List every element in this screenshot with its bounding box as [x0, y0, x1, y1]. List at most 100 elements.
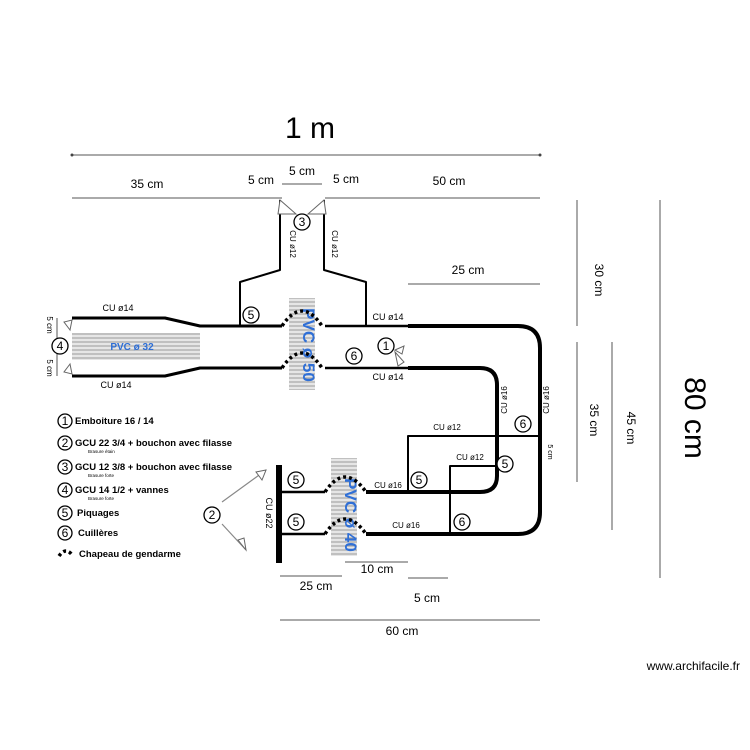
marker-6-bottom: 6: [453, 513, 471, 531]
svg-text:GCU 12 3/8 + bouchon avec fila: GCU 12 3/8 + bouchon avec filasse: [75, 462, 232, 473]
legend-item-1: 1 Emboiture 16 / 14: [57, 413, 154, 429]
svg-text:3: 3: [299, 215, 306, 229]
label-cu16-c: CU ø16: [374, 481, 402, 490]
cap-pvc40-top: [323, 475, 368, 494]
pipe-cu16-inner: [366, 366, 499, 494]
pipe-cu22: [276, 465, 282, 563]
marker-5-mid: 5: [410, 471, 428, 489]
watermark: www.archifacile.fr: [646, 659, 740, 673]
svg-text:Cuillères: Cuillères: [78, 528, 118, 539]
svg-text:Chapeau de gendarme: Chapeau de gendarme: [79, 549, 181, 560]
label-cu12-left: CU ø12: [288, 230, 297, 258]
svg-text:6: 6: [62, 526, 69, 540]
pvc40-label: PVC ø 40: [341, 478, 360, 552]
pvc50-block: [289, 298, 315, 390]
dim-5v: 5 cm: [546, 444, 553, 459]
pipe-cu12-mid2: [449, 465, 497, 534]
marker-1: 1: [377, 337, 395, 355]
svg-text:5: 5: [416, 473, 423, 487]
label-cu16-b: CU ø16: [542, 386, 551, 414]
plan-title: 1 m: [285, 112, 335, 145]
cap-pvc50-bottom: [280, 351, 324, 370]
dim-80: 80 cm: [678, 377, 711, 459]
svg-text:5: 5: [248, 308, 255, 322]
dim-30: 30 cm: [592, 264, 606, 297]
svg-text:4: 4: [62, 483, 69, 497]
legend-item-cap: Chapeau de gendarme: [57, 549, 181, 560]
svg-text:Brasure forte: Brasure forte: [88, 473, 115, 478]
dim-5-top-mid: 5 cm: [289, 164, 315, 178]
cap-pvc40-bottom: [323, 517, 368, 536]
label-cu12-mid2: CU ø12: [456, 453, 484, 462]
svg-text:2: 2: [62, 436, 69, 450]
label-cu14-bottom-right: CU ø14: [372, 372, 403, 382]
label-cu16-a: CU ø16: [500, 386, 509, 414]
svg-text:Piquages: Piquages: [77, 508, 119, 519]
pvc32-block: [72, 333, 200, 360]
legend-item-5: 5 Piquages: [57, 505, 119, 521]
svg-text:4: 4: [57, 339, 64, 353]
dim-35v: 35 cm: [587, 404, 601, 437]
svg-text:1: 1: [383, 339, 390, 353]
marker-2: 2: [203, 506, 221, 524]
dim-45: 45 cm: [624, 412, 638, 445]
marker-3: 3: [293, 213, 311, 231]
pvc50-label: PVC ø 50: [299, 308, 318, 382]
svg-text:Emboiture 16 / 14: Emboiture 16 / 14: [75, 416, 154, 427]
dim-60: 60 cm: [386, 624, 419, 638]
pvc40-block: [331, 458, 357, 556]
pipe-left-bottom: [72, 366, 282, 378]
svg-text:Brasure étain: Brasure étain: [88, 449, 115, 454]
legend-item-4: 4 GCU 14 1/2 + vannes Brasure forte: [57, 482, 169, 501]
dim-5-left-2: 5 cm: [45, 359, 54, 377]
pipe-cu16-outer: [366, 324, 542, 536]
svg-text:6: 6: [459, 515, 466, 529]
marker-5-bottom-left-2: 5: [287, 513, 305, 531]
svg-text:GCU 14 1/2 + vannes: GCU 14 1/2 + vannes: [75, 485, 169, 496]
dim-10: 10 cm: [361, 562, 394, 576]
svg-text:GCU 22 3/4 + bouchon avec fila: GCU 22 3/4 + bouchon avec filasse: [75, 438, 232, 449]
label-cu14-top-right: CU ø14: [372, 312, 403, 322]
svg-text:Brasure forte: Brasure forte: [88, 496, 115, 501]
arrow-icon: [63, 199, 405, 375]
svg-text:3: 3: [62, 460, 69, 474]
marker-6-right: 6: [514, 415, 532, 433]
dim-5-top-right: 5 cm: [333, 172, 359, 186]
legend: 1 Emboiture 16 / 14 2 GCU 22 3/4 + bouch…: [57, 413, 232, 560]
marker-6-top: 6: [345, 347, 363, 365]
label-cu22: CU ø22: [264, 497, 274, 528]
label-cu16-d: CU ø16: [392, 521, 420, 530]
svg-text:2: 2: [209, 508, 216, 522]
svg-text:1: 1: [62, 414, 69, 428]
pipe-cu12-left: [239, 200, 281, 326]
label-cu14-bottom-left: CU ø14: [100, 380, 131, 390]
marker-5-bottom-left-1: 5: [287, 471, 305, 489]
pvc32-label: PVC ø 32: [110, 342, 154, 353]
dim-50-top: 50 cm: [433, 174, 466, 188]
dim-5-top-left: 5 cm: [248, 173, 274, 187]
svg-text:5: 5: [502, 457, 509, 471]
svg-text:5: 5: [293, 515, 300, 529]
dim-25-right: 25 cm: [452, 263, 485, 277]
label-cu14-top-left: CU ø14: [102, 303, 133, 313]
dimension-total-width: [70, 153, 542, 157]
dim-35-top: 35 cm: [131, 177, 164, 191]
marker-5-right: 5: [496, 455, 514, 473]
svg-text:5: 5: [62, 506, 69, 520]
dim-5-bottom: 5 cm: [414, 591, 440, 605]
dimension-top-row: [72, 183, 540, 199]
dim-5-left-1: 5 cm: [45, 316, 54, 334]
pipe-cu12-right: [323, 200, 367, 326]
svg-text:6: 6: [520, 417, 527, 431]
legend-item-6: 6 Cuillères: [57, 525, 118, 541]
label-cu12-right: CU ø12: [330, 230, 339, 258]
dim-25-bottom: 25 cm: [300, 579, 333, 593]
marker-5-top: 5: [242, 306, 260, 324]
legend-item-3: 3 GCU 12 3/8 + bouchon avec filasse Bras…: [57, 459, 232, 478]
pipe-cu12-mid: [407, 435, 540, 492]
svg-text:6: 6: [351, 349, 358, 363]
marker-4: 4: [51, 337, 69, 355]
label-cu12-mid: CU ø12: [433, 423, 461, 432]
legend-item-2: 2 GCU 22 3/4 + bouchon avec filasse Bras…: [57, 435, 232, 454]
